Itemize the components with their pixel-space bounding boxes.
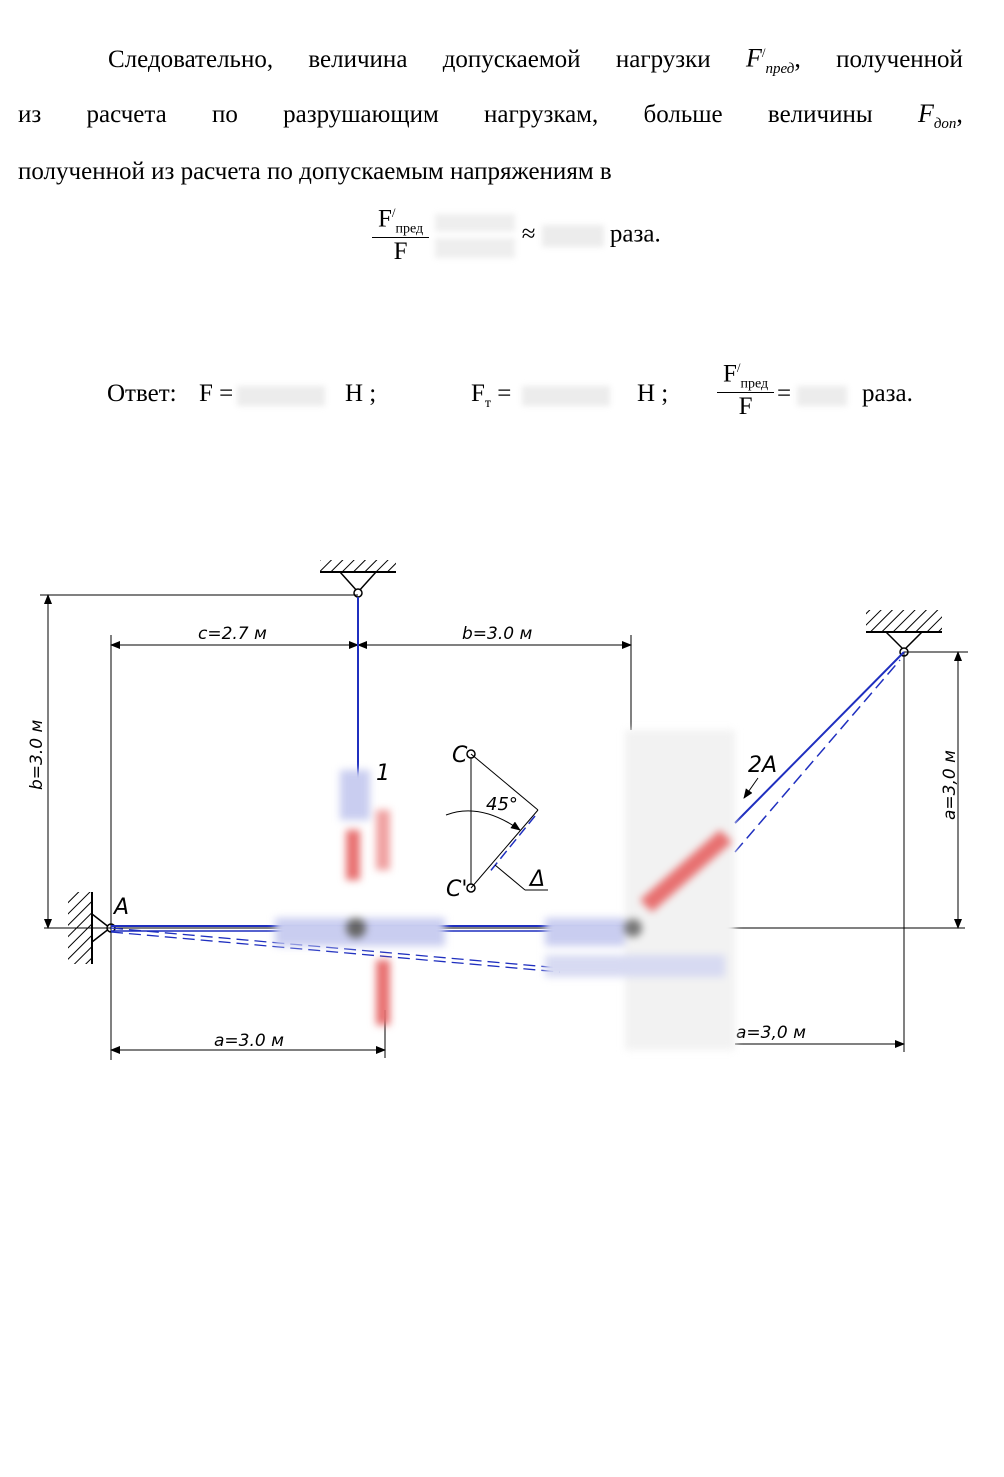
c-line: [470, 753, 539, 811]
hatch: [866, 610, 942, 632]
fraction-denominator: F: [738, 393, 753, 421]
f-letter: F: [745, 43, 762, 73]
fraction-denominator: F: [393, 238, 408, 266]
prime: /: [391, 205, 396, 220]
prime: /: [736, 360, 741, 375]
word: допускаемой: [442, 45, 581, 73]
subscript-pred: пред: [740, 376, 769, 392]
redacted-value: [541, 224, 604, 247]
subscript-t: т: [484, 396, 492, 411]
subscript-pred: пред: [395, 221, 424, 237]
word: разрушающим: [283, 101, 439, 128]
word: полученной: [836, 45, 963, 73]
formula-f-pred: F/пред,: [746, 38, 801, 84]
redacted-node-left: [275, 770, 445, 1025]
word: из: [18, 101, 42, 128]
answer-f: F =: [199, 380, 234, 407]
answer-ft: Fт =: [471, 380, 511, 412]
f-letter: F: [378, 205, 392, 233]
text-line-3: полученной из расчета по допускаемым нап…: [18, 158, 612, 185]
dim-a-left-label: a=3.0 м: [214, 1031, 284, 1051]
fraction-numerator: F/пред: [372, 205, 430, 239]
label-rod-1: 1: [376, 761, 390, 786]
leader-2a: [743, 777, 759, 799]
dim-b-left-label: b=3.0 м: [27, 720, 47, 790]
prime: /: [761, 45, 766, 60]
label-45: 45°: [486, 794, 518, 815]
eq: =: [777, 380, 792, 407]
angle-arc: [445, 810, 521, 831]
fraction: F/пред F: [372, 205, 430, 266]
deformed-beam: [110, 927, 561, 969]
redacted-value: [237, 386, 325, 406]
structure-drawing: A c=2.7 м b=3.0 м b=3.0 м a=3.0 м a=3,0 …: [27, 560, 968, 1060]
unit-h: Н ;: [637, 380, 669, 407]
hinge: [353, 588, 363, 598]
word: больше: [643, 101, 723, 128]
redacted-value: [522, 386, 610, 406]
ratio-formula: F/пред F ≈ раза.: [372, 205, 661, 266]
hatch: [320, 560, 396, 572]
fraction: F/пред F: [717, 360, 775, 421]
top-support: [320, 560, 396, 598]
c-line: [470, 809, 539, 889]
word: по: [212, 101, 238, 128]
deformed-beam-edge: [110, 931, 561, 973]
answer-label: Ответ:: [107, 380, 177, 407]
f-letter: F: [723, 360, 737, 388]
label-2a: 2A: [748, 753, 777, 778]
approx-sign: ≈: [521, 220, 536, 248]
dim-a-bottom-right-label: a=3,0 м: [736, 1023, 806, 1043]
word: Следовательно,: [108, 45, 274, 73]
unit-h: Н ;: [345, 380, 377, 407]
label-delta: Δ: [528, 867, 545, 892]
delta-leader: [494, 864, 526, 891]
formula-f-dop: Fдоп,: [918, 99, 963, 139]
label-a: A: [112, 895, 129, 920]
label-c: C: [452, 743, 468, 768]
answer-line: Ответ: F = Н ; Fт = Н ; F/пред F = раза.: [107, 360, 947, 430]
text-line-1: Следовательно, величина допускаемой нагр…: [108, 38, 963, 84]
redacted-node-right: [545, 730, 735, 1050]
displacement-dash: [487, 815, 536, 875]
label-c-prime: C': [446, 877, 467, 902]
rod-2: [734, 651, 905, 824]
dim-b-top-label: b=3.0 м: [462, 624, 532, 644]
f-letter: F: [917, 99, 934, 128]
f-letter: F: [471, 380, 485, 407]
deformed-rod-2: [734, 659, 901, 853]
text-line-2: из расчета по разрушающим нагрузкам, бол…: [18, 99, 963, 139]
comma: ,: [794, 43, 801, 73]
dim-a-right-label: a=3,0 м: [940, 750, 960, 820]
redacted-value: [797, 386, 847, 406]
word: нагрузки: [615, 45, 711, 73]
right-support: [866, 610, 942, 657]
redacted-value: [435, 213, 516, 258]
subscript-dop: доп: [933, 116, 957, 133]
word: нагрузкам,: [484, 101, 599, 128]
unit-razy: раза.: [862, 380, 913, 407]
unit-razy: раза.: [609, 220, 661, 248]
word: расчета: [86, 101, 167, 128]
fraction-numerator: F/пред: [717, 360, 775, 394]
comma: ,: [956, 99, 963, 128]
word: величина: [308, 45, 408, 73]
rotation-detail: 45° Δ C C': [445, 743, 548, 902]
eq: =: [497, 380, 512, 407]
dim-c-label: c=2.7 м: [198, 624, 267, 644]
word: величины: [767, 101, 873, 128]
subscript-pred: пред: [765, 60, 795, 77]
